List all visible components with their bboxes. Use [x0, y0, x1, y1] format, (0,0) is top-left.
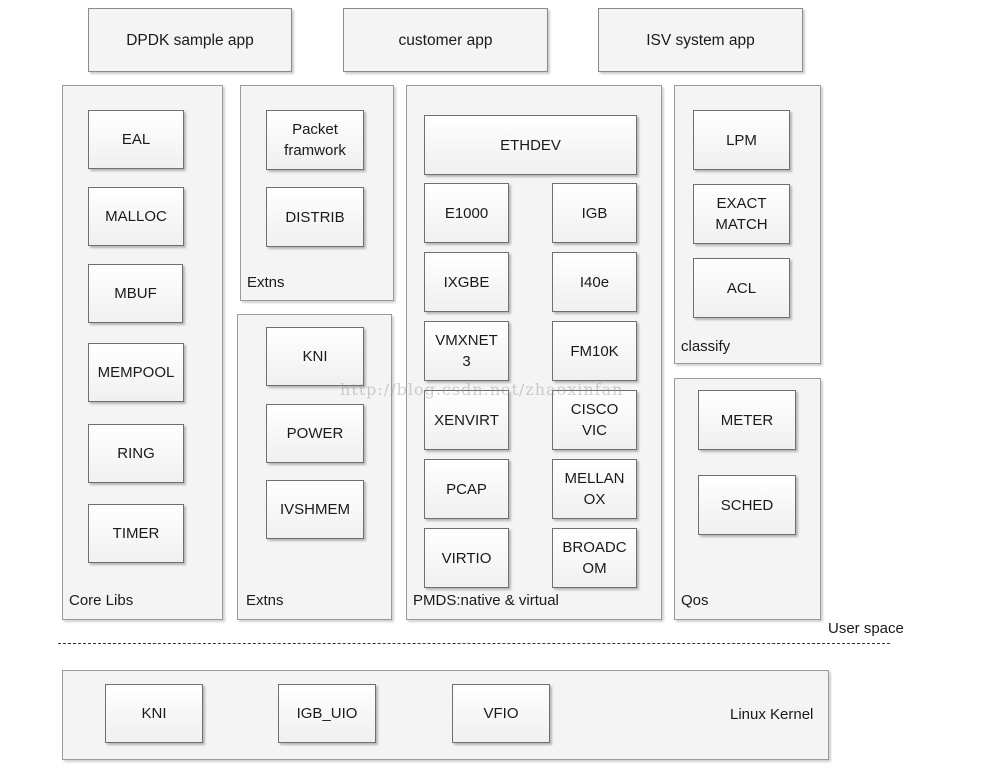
- pcap-label: PCAP: [446, 480, 487, 498]
- ethdev-label: ETHDEV: [500, 136, 561, 154]
- linux-kernel-group: KNI IGB_UIO VFIO Linux Kernel: [62, 670, 829, 760]
- acl-label: ACL: [726, 279, 757, 297]
- distrib-box: DISTRIB: [266, 187, 364, 247]
- extns-bottom-label: Extns: [246, 592, 284, 609]
- mempool-label: MEMPOOL: [97, 364, 175, 381]
- ivshmem-box: IVSHMEM: [266, 480, 364, 539]
- sched-box: SCHED: [698, 475, 796, 535]
- acl-box: ACL: [693, 258, 790, 318]
- igb-uio-label: IGB_UIO: [296, 705, 358, 722]
- qos-group: METER SCHED Qos: [674, 378, 821, 620]
- vmxnet3-box: VMXNET 3: [424, 321, 509, 381]
- linux-kernel-label: Linux Kernel: [730, 706, 814, 723]
- mellanox-label: MELLAN OX: [564, 470, 625, 508]
- i40e-label: I40e: [579, 273, 610, 291]
- kni-kernel-box: KNI: [105, 684, 203, 743]
- eal-box: EAL: [88, 110, 184, 169]
- kni-ext-box: KNI: [266, 327, 364, 386]
- pcap-box: PCAP: [424, 459, 509, 519]
- ring-box: RING: [88, 424, 184, 483]
- extns-top-label: Extns: [247, 274, 285, 291]
- virtio-label: VIRTIO: [441, 549, 492, 567]
- igb-label: IGB: [581, 204, 608, 222]
- ring-label: RING: [117, 445, 155, 462]
- dpdk-sample-app-label: DPDK sample app: [126, 31, 254, 49]
- exact-match-box: EXACT MATCH: [693, 184, 790, 244]
- eal-label: EAL: [121, 131, 151, 148]
- core-libs-label: Core Libs: [69, 592, 134, 609]
- timer-label: TIMER: [112, 525, 160, 542]
- timer-box: TIMER: [88, 504, 184, 563]
- lpm-label: LPM: [726, 131, 757, 149]
- broadcom-label: BROADC OM: [562, 539, 627, 577]
- mempool-box: MEMPOOL: [88, 343, 184, 402]
- mbuf-box: MBUF: [88, 264, 183, 323]
- vfio-label: VFIO: [483, 705, 519, 722]
- customer-app-box: customer app: [343, 8, 548, 72]
- distrib-label: DISTRIB: [285, 208, 345, 226]
- ivshmem-label: IVSHMEM: [279, 501, 350, 518]
- broadcom-box: BROADC OM: [552, 528, 637, 588]
- kni-kernel-label: KNI: [141, 705, 167, 722]
- dpdk-sample-app-box: DPDK sample app: [88, 8, 292, 72]
- e1000-box: E1000: [424, 183, 509, 243]
- classify-group: LPM EXACT MATCH ACL classify: [674, 85, 821, 364]
- ethdev-box: ETHDEV: [424, 115, 637, 175]
- power-label: POWER: [286, 425, 344, 442]
- exact-match-label: EXACT MATCH: [715, 195, 768, 233]
- extns-bottom-group: KNI POWER IVSHMEM Extns: [237, 314, 392, 620]
- malloc-box: MALLOC: [88, 187, 184, 246]
- user-space-label: User space: [828, 620, 904, 637]
- pmds-group: ETHDEV E1000 IGB IXGBE I40e VMXNET 3 FM1…: [406, 85, 662, 620]
- watermark-text: http://blog.csdn.net/zhaoxinfan: [340, 380, 624, 399]
- core-libs-group: EAL MALLOC MBUF MEMPOOL RING TIMER Core …: [62, 85, 223, 620]
- cisco-vic-label: CISCO VIC: [570, 401, 619, 439]
- igb-uio-box: IGB_UIO: [278, 684, 376, 743]
- classify-label: classify: [681, 338, 731, 355]
- power-box: POWER: [266, 404, 364, 463]
- malloc-label: MALLOC: [105, 208, 167, 225]
- isv-system-app-label: ISV system app: [646, 31, 755, 49]
- xenvirt-label: XENVIRT: [434, 411, 499, 429]
- extns-top-group: Packet framwork DISTRIB Extns: [240, 85, 394, 301]
- virtio-box: VIRTIO: [424, 528, 509, 588]
- cisco-vic-box: CISCO VIC: [552, 390, 637, 450]
- mellanox-box: MELLAN OX: [552, 459, 637, 519]
- qos-label: Qos: [681, 592, 709, 609]
- meter-label: METER: [720, 411, 774, 429]
- isv-system-app-box: ISV system app: [598, 8, 803, 72]
- mbuf-label: MBUF: [114, 285, 157, 302]
- vmxnet3-label: VMXNET 3: [435, 332, 498, 370]
- lpm-box: LPM: [693, 110, 790, 170]
- i40e-box: I40e: [552, 252, 637, 312]
- e1000-label: E1000: [444, 204, 489, 222]
- packet-framework-box: Packet framwork: [266, 110, 364, 170]
- fm10k-box: FM10K: [552, 321, 637, 381]
- vfio-box: VFIO: [452, 684, 550, 743]
- fm10k-label: FM10K: [570, 342, 619, 360]
- ixgbe-label: IXGBE: [443, 273, 490, 291]
- pmds-label: PMDS:native & virtual: [413, 592, 559, 609]
- user-space-divider: [58, 643, 890, 644]
- kni-ext-label: KNI: [302, 348, 328, 365]
- ixgbe-box: IXGBE: [424, 252, 509, 312]
- sched-label: SCHED: [720, 496, 774, 514]
- packet-framework-label: Packet framwork: [284, 121, 346, 159]
- igb-box: IGB: [552, 183, 637, 243]
- customer-app-label: customer app: [398, 31, 493, 49]
- meter-box: METER: [698, 390, 796, 450]
- xenvirt-box: XENVIRT: [424, 390, 509, 450]
